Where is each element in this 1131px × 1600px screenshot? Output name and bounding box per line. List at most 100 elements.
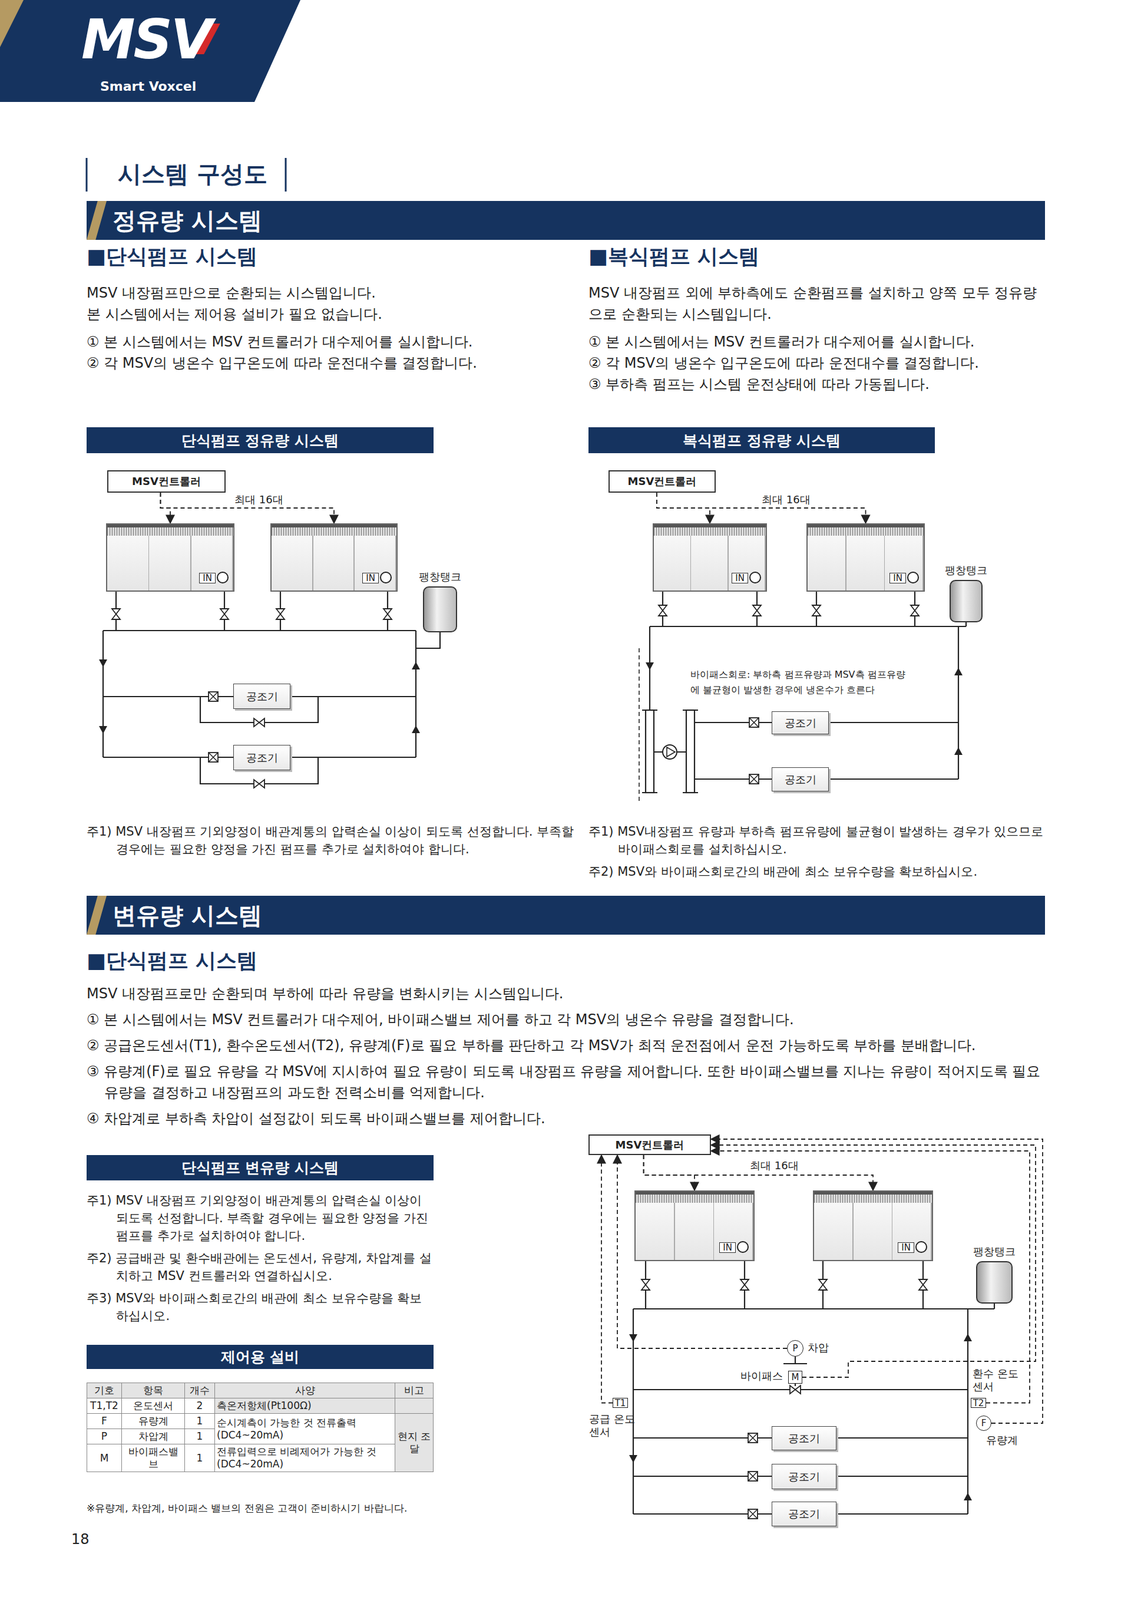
node-label: IN xyxy=(897,1241,915,1253)
section-band: 정유량 시스템 xyxy=(86,200,1045,240)
note: 주1) MSV내장펌프 유량과 부하측 펌프유량에 불균형이 발생하는 경우가 … xyxy=(588,822,1054,858)
node-caption: 환수 온도센서 xyxy=(972,1366,1023,1393)
node-label: 팽창탱크 xyxy=(973,1244,1016,1259)
table-cell: 전류입력으로 비례제어가 가능한 것(DC4~20mA) xyxy=(215,1443,396,1472)
table-cell: M xyxy=(87,1443,122,1472)
list-item: ② 공급온도센서(T1), 환수온도센서(T2), 유량계(F)로 필요 부하를… xyxy=(86,1034,1045,1056)
controller-box: MSV컨트롤러 xyxy=(608,470,716,493)
note-block: 주1) MSV내장펌프 유량과 부하측 펌프유량에 불균형이 발생하는 경우가 … xyxy=(588,822,1054,885)
note-block: 주1) MSV 내장펌프 기외양정이 배관계통의 압력손실 이상이 되도록 선정… xyxy=(86,1191,434,1329)
node-caption: 차압 xyxy=(807,1340,829,1354)
node-label: 공조기 xyxy=(246,689,279,704)
table-cell: 현지 조달 xyxy=(395,1413,434,1472)
node-label: 정유량 시스템 xyxy=(112,204,263,237)
node-label: 공조기 xyxy=(788,1469,820,1484)
note: 주1) MSV 내장펌프 기외양정이 배관계통의 압력손실 이상이 되도록 선정… xyxy=(86,1191,434,1245)
sub-heading: ■단식펌프 시스템 xyxy=(86,946,1045,975)
text-column: ■단식펌프 시스템 MSV 내장펌프로만 순환되며 부하에 따라 유량을 변화시… xyxy=(86,946,1045,1129)
node-label: MSV컨트롤러 xyxy=(131,474,201,489)
node-label: 공조기 xyxy=(788,1430,820,1445)
node-label: 제어용 설비 xyxy=(220,1346,300,1367)
note: 주1) MSV 내장펌프 기외양정이 배관계통의 압력손실 이상이 되도록 선정… xyxy=(86,822,576,858)
title-band: 단식펌프 정유량 시스템 xyxy=(86,427,434,453)
description: MSV 내장펌프로만 순환되며 부하에 따라 유량을 변화시키는 시스템입니다. xyxy=(86,982,1045,1004)
list-item: ② 각 MSV의 냉온수 입구온도에 따라 운전대수를 결정합니다. xyxy=(86,352,558,374)
note: 주3) MSV와 바이패스회로간의 배관에 최소 보유수량을 확보하십시오. xyxy=(86,1288,434,1325)
table-cell: 온도센서 xyxy=(121,1397,185,1414)
node-label: 팽창탱크 xyxy=(418,569,462,584)
msv-unit: IN xyxy=(812,1189,934,1261)
list-item: ② 각 MSV의 냉온수 입구온도에 따라 운전대수를 결정합니다. xyxy=(588,352,1045,374)
note: 주2) MSV와 바이패스회로간의 배관에 최소 보유수량을 확보하십시오. xyxy=(588,862,1054,881)
table-cell: 비고 xyxy=(395,1382,434,1398)
sensor-symbol: M바이패스 xyxy=(788,1370,803,1384)
table-cell: 항목 xyxy=(121,1382,185,1398)
node-label: 공조기 xyxy=(246,750,279,765)
node-label: MSV컨트롤러 xyxy=(615,1137,685,1152)
title-band: 단식펌프 변유량 시스템 xyxy=(86,1154,434,1180)
node-caption: 바이패스 xyxy=(740,1368,783,1382)
sensor-symbol: T2환수 온도센서 xyxy=(970,1397,987,1408)
control-signal-line xyxy=(617,1154,787,1348)
list-item: ③ 유량계(F)로 필요 유량을 각 MSV에 지시하여 필요 유량이 되도록 … xyxy=(86,1060,1045,1103)
control-signal-line xyxy=(656,492,866,524)
node-label: IN xyxy=(199,572,216,584)
node-label: 공조기 xyxy=(784,772,817,787)
node-caption: Smart Voxcel xyxy=(100,78,197,94)
node-label: 팽창탱크 xyxy=(944,563,988,578)
node-label: 공조기 xyxy=(784,715,817,730)
list-item: ① 본 시스템에서는 MSV 컨트롤러가 대수제어를 실시합니다. xyxy=(588,331,1045,353)
table-cell: T1,T2 xyxy=(87,1397,122,1414)
node-label: 변유량 시스템 xyxy=(112,898,263,932)
node-label: 단식펌프 정유량 시스템 xyxy=(181,430,339,451)
flow-arrows xyxy=(98,659,972,1500)
title-bars xyxy=(86,157,286,192)
node-label: IN xyxy=(889,572,906,584)
node-label: M xyxy=(791,1371,800,1382)
control-signal-line xyxy=(710,1150,1030,1403)
description: MSV 내장펌프만으로 순환되는 시스템입니다. xyxy=(86,282,558,304)
air-handler-box: 공조기 xyxy=(233,683,291,709)
node-label: 복식펌프 정유량 시스템 xyxy=(682,430,841,451)
text-column: ■복식펌프 시스템 MSV 내장펌프 외에 부하측에도 순환펌프를 설치하고 양… xyxy=(588,242,1045,395)
expansion-tank: 팽창탱크 xyxy=(949,579,983,623)
page-number: 18 xyxy=(71,1530,90,1547)
list-item: ① 본 시스템에서는 MSV 컨트롤러가 대수제어를 실시합니다. xyxy=(86,331,558,353)
table-cell: 1 xyxy=(184,1413,216,1429)
bypass-note: 바이패스회로: 부하측 펌프유량과 MSV측 펌프유량에 불균형이 발생한 경우… xyxy=(690,666,909,698)
air-handler-box: 공조기 xyxy=(771,710,829,734)
node-label: 단식펌프 변유량 시스템 xyxy=(181,1157,339,1177)
table-cell: 2 xyxy=(184,1397,216,1414)
msv-unit: IN xyxy=(106,523,235,592)
unit-count-label: 최대 16대 xyxy=(232,492,286,507)
spec-table: 기호항목개수사양비고 T1,T2온도센서2측온저항체(Pt100Ω) F유량계1… xyxy=(86,1381,434,1472)
sensor-symbol: P차압 xyxy=(786,1339,804,1357)
node-label: F xyxy=(981,1417,987,1428)
sensor-symbol: F유량계 xyxy=(976,1414,992,1431)
table-cell xyxy=(395,1397,434,1414)
control-signal-line xyxy=(160,492,334,524)
control-signal-line xyxy=(643,1154,873,1190)
table-cell: 기호 xyxy=(87,1382,122,1398)
valves xyxy=(111,604,928,1519)
table-cell: 유량계 xyxy=(121,1413,185,1429)
node-label: T1 xyxy=(614,1397,627,1408)
node-label: P xyxy=(792,1342,798,1354)
controller-box: MSV컨트롤러 xyxy=(588,1133,711,1155)
expansion-tank: 팽창탱크 xyxy=(976,1260,1013,1304)
description: 본 시스템에서는 제어용 설비가 필요 없습니다. xyxy=(86,303,558,325)
table-cell: 측온저항체(Pt100Ω) xyxy=(215,1397,396,1414)
table-cell: 1 xyxy=(184,1428,216,1444)
list-item: ④ 차압계로 부하측 차압이 설정값이 되도록 바이패스밸브를 제어합니다. xyxy=(86,1107,1045,1129)
sub-heading: ■복식펌프 시스템 xyxy=(588,242,1045,271)
node-label: MSV컨트롤러 xyxy=(627,474,697,489)
node-label: T2 xyxy=(973,1397,985,1408)
control-signal-line xyxy=(601,1154,613,1403)
unit-count-label: 최대 16대 xyxy=(748,1158,801,1173)
note: 주2) 공급배관 및 환수배관에는 온도센서, 유량계, 차압계를 설치하고 M… xyxy=(86,1248,434,1285)
section-band: 변유량 시스템 xyxy=(86,895,1045,935)
list-item: ① 본 시스템에서는 MSV 컨트롤러가 대수제어, 바이패스밸브 제어를 하고… xyxy=(86,1008,1045,1030)
expansion-tank: 팽창탱크 xyxy=(422,586,458,633)
msv-unit: IN xyxy=(652,523,767,592)
control-signal-line xyxy=(710,1144,1036,1377)
